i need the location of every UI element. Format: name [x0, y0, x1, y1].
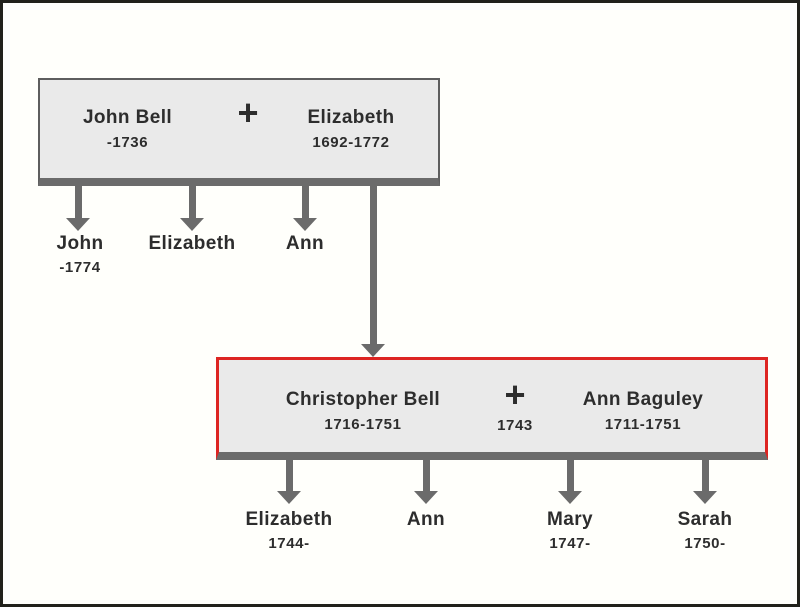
person-name: Ann Baguley [582, 389, 704, 410]
arrow-head [66, 218, 90, 231]
child-label-john[interactable]: John -1774 [20, 232, 140, 277]
plus-icon: + [237, 92, 259, 133]
descent-arrow-icon [66, 186, 90, 231]
arrow-head [180, 218, 204, 231]
person-dates: 1716-1751 [324, 416, 402, 433]
child-dates: 1744- [268, 535, 310, 552]
family-1-father[interactable]: John Bell -1736 [40, 106, 215, 152]
arrow-head [293, 218, 317, 231]
person-dates: -1736 [106, 134, 149, 151]
child-label-elizabeth[interactable]: Elizabeth 1744- [219, 508, 359, 553]
descent-arrow-icon [277, 460, 301, 504]
arrow-shaft [566, 460, 574, 491]
family-2-mother[interactable]: Ann Baguley 1711-1751 [553, 388, 733, 434]
person-name: Christopher Bell [285, 389, 441, 410]
arrow-head [414, 491, 438, 504]
descent-arrow-icon [558, 460, 582, 504]
marriage-year: 1743 [497, 417, 533, 434]
family-1-box[interactable]: John Bell -1736 + Elizabeth 1692-1772 [38, 78, 440, 186]
family-2-father[interactable]: Christopher Bell 1716-1751 [229, 388, 497, 434]
marriage-plus-symbol: + [218, 92, 278, 133]
child-dates: -1774 [59, 259, 101, 276]
person-name: John Bell [82, 107, 173, 128]
child-dates: 1750- [684, 535, 726, 552]
child-name: John [56, 233, 104, 254]
child-label-sarah[interactable]: Sarah 1750- [635, 508, 775, 553]
arrow-shaft [301, 186, 309, 218]
child-dates: 1747- [549, 535, 591, 552]
child-label-ann[interactable]: Ann [356, 508, 496, 534]
arrow-shaft [701, 460, 709, 491]
descent-arrow-icon [414, 460, 438, 504]
arrow-shaft [422, 460, 430, 491]
descent-arrow-long-icon [361, 186, 385, 357]
arrow-head [277, 491, 301, 504]
person-name: Elizabeth [307, 107, 395, 128]
child-name: Sarah [677, 509, 733, 530]
arrow-shaft [369, 186, 377, 344]
arrow-head [558, 491, 582, 504]
child-name: Elizabeth [245, 509, 333, 530]
child-label-mary[interactable]: Mary 1747- [500, 508, 640, 553]
descent-arrow-icon [693, 460, 717, 504]
family-1-mother[interactable]: Elizabeth 1692-1772 [268, 106, 434, 152]
marriage-plus-symbol: + 1743 [485, 374, 545, 435]
person-dates: 1711-1751 [604, 416, 682, 433]
descent-arrow-icon [293, 186, 317, 231]
descent-arrow-icon [180, 186, 204, 231]
family-2-box-highlighted[interactable]: Christopher Bell 1716-1751 + 1743 Ann Ba… [216, 357, 768, 460]
child-label-ann[interactable]: Ann [245, 232, 365, 258]
child-name: Mary [547, 509, 593, 530]
child-name: Elizabeth [148, 233, 236, 254]
child-label-elizabeth[interactable]: Elizabeth [122, 232, 262, 258]
person-dates: 1692-1772 [312, 134, 390, 151]
arrow-shaft [188, 186, 196, 218]
plus-icon: + [504, 374, 526, 415]
arrow-head [693, 491, 717, 504]
arrow-shaft [285, 460, 293, 491]
child-name: Ann [285, 233, 325, 254]
arrow-shaft [74, 186, 82, 218]
child-name: Ann [406, 509, 446, 530]
arrow-head [361, 344, 385, 357]
